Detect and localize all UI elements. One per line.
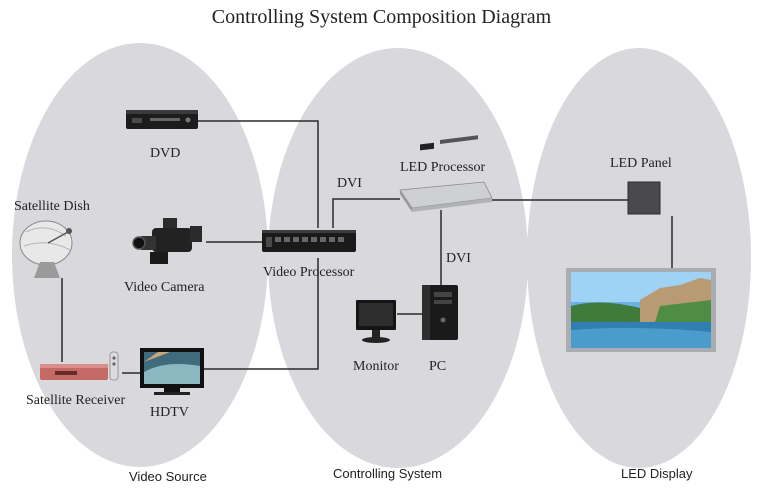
video-source-label: Video Source: [129, 469, 207, 484]
monitor-label: Monitor: [353, 359, 399, 374]
led-processor-label: LED Processor: [400, 160, 486, 175]
video-processor-label: Video Processor: [263, 265, 355, 280]
dvi-label-top: DVI: [337, 176, 362, 191]
dvd-label: DVD: [150, 146, 181, 161]
processor-to-led-processor-line: [332, 198, 400, 228]
led-processor-icon: [399, 135, 493, 212]
dvd-to-processor-line: [198, 120, 319, 228]
connection-lines: [61, 120, 673, 374]
led-display-screen: [566, 268, 716, 352]
dvi-label-right: DVI: [446, 251, 471, 266]
controlling-system-label: Controlling System: [333, 466, 443, 481]
monitor-icon: [356, 300, 396, 343]
video-camera-label: Video Camera: [124, 280, 205, 295]
video-processor-icon: [262, 230, 356, 252]
led-panel-label: LED Panel: [610, 156, 672, 171]
satellite-dish-label: Satellite Dish: [14, 199, 90, 214]
controlling-system-ellipse: [268, 48, 528, 468]
hdtv-icon: [140, 348, 204, 395]
diagram-title: Controlling System Composition Diagram: [211, 6, 552, 28]
satellite-receiver-icon: [40, 351, 119, 381]
pc-label: PC: [429, 359, 447, 374]
hdtv-label: HDTV: [150, 405, 189, 420]
dvd-icon: [126, 110, 198, 129]
led-display-label: LED Display: [621, 466, 693, 481]
hdtv-to-processor-line: [204, 258, 319, 370]
led-panel-icon: [627, 181, 661, 215]
satellite-receiver-label: Satellite Receiver: [26, 393, 126, 408]
video-camera-icon: [132, 218, 202, 264]
satellite-dish-icon: [19, 220, 73, 278]
pc-icon: [422, 285, 458, 340]
led-display-ellipse: [527, 48, 751, 468]
